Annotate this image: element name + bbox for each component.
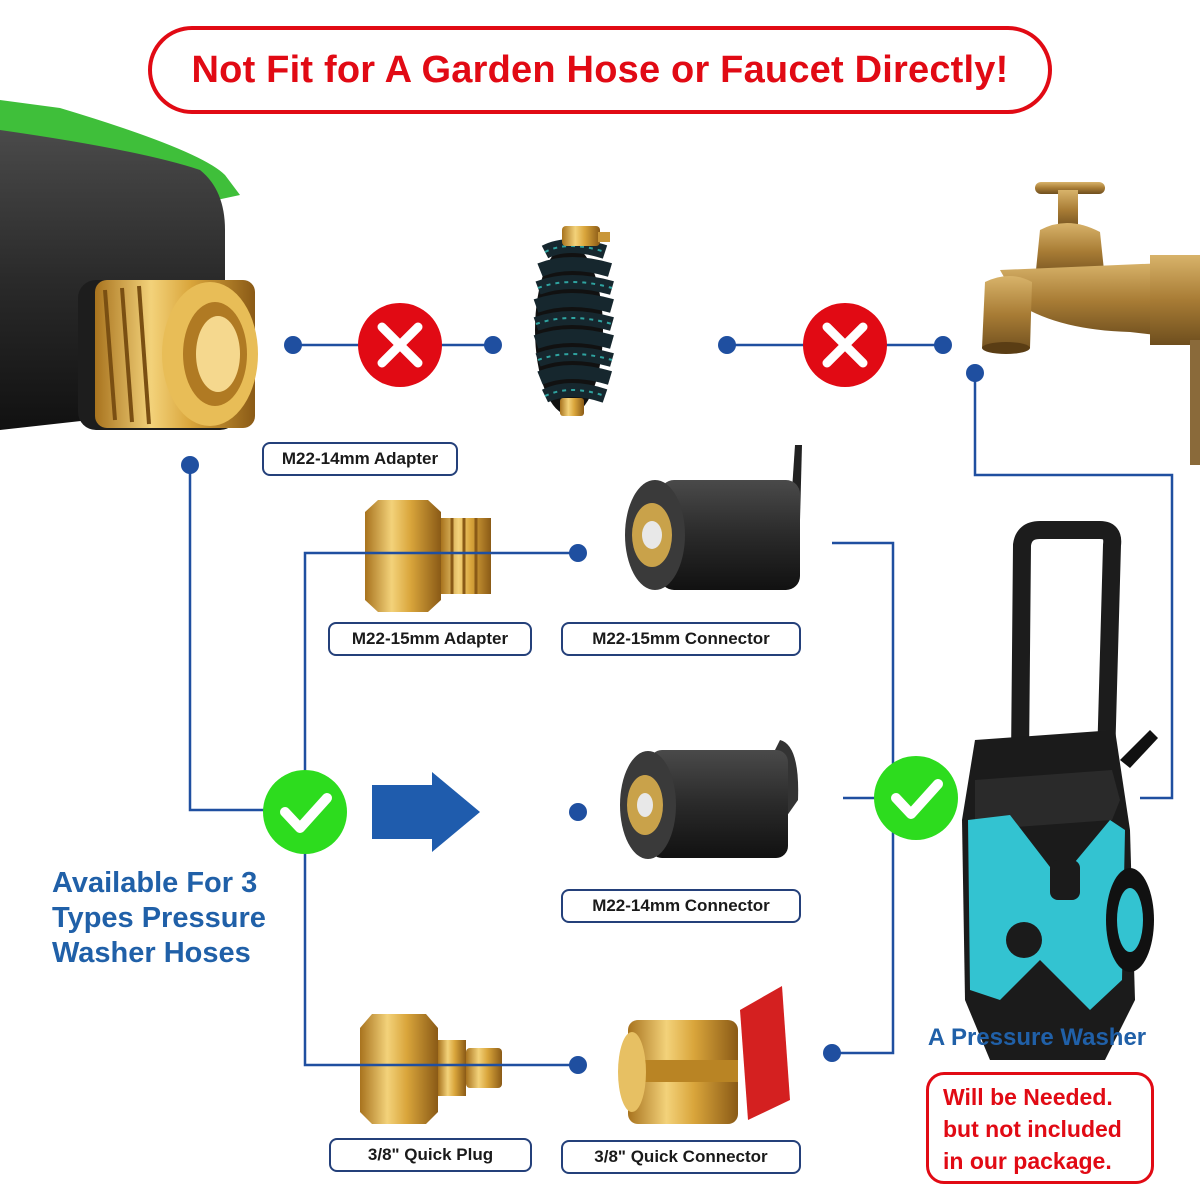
available-line-1: Available For 3 xyxy=(52,867,258,899)
faucet-image xyxy=(982,182,1200,465)
pressure-washer-title: A Pressure Washer xyxy=(927,1024,1147,1051)
connection-lines xyxy=(188,343,1174,1067)
garden-hose-image xyxy=(533,226,614,416)
warning-banner-text: Not Fit for A Garden Hose or Faucet Dire… xyxy=(191,48,1009,91)
label-quick-plug: 3/8" Quick Plug xyxy=(329,1138,532,1172)
quick-plug-image xyxy=(360,1014,502,1124)
note-line-1: Will be Needed. xyxy=(943,1084,1113,1110)
connection-dots xyxy=(181,336,984,1074)
pressure-washer-image xyxy=(962,521,1158,1060)
label-m22-15mm-adapter: M22-15mm Adapter xyxy=(328,622,532,656)
label-m22-14mm-connector: M22-14mm Connector xyxy=(561,889,801,923)
available-line-3: Washer Hoses xyxy=(52,937,251,969)
available-types-text: Available For 3 Types Pressure Washer Ho… xyxy=(52,866,312,971)
label-quick-connector: 3/8" Quick Connector xyxy=(561,1140,801,1174)
m22-14mm-connector-image xyxy=(620,740,799,859)
note-line-2: but not included xyxy=(943,1116,1122,1142)
compatible-check-icon xyxy=(263,770,347,854)
m22-15mm-connector-image xyxy=(625,445,802,590)
label-m22-14mm-adapter: M22-14mm Adapter xyxy=(262,442,458,476)
not-compatible-x-icon xyxy=(803,303,887,387)
compatible-check-icon xyxy=(874,756,958,840)
m22-15mm-adapter-image xyxy=(365,500,491,612)
not-compatible-x-icon xyxy=(358,303,442,387)
label-m22-15mm-connector: M22-15mm Connector xyxy=(561,622,801,656)
not-included-note: Will be Needed. but not included in our … xyxy=(926,1072,1154,1184)
note-line-3: in our package. xyxy=(943,1148,1112,1174)
quick-connector-image xyxy=(618,986,790,1124)
arrow-right-icon xyxy=(372,772,480,852)
available-line-2: Types Pressure xyxy=(52,902,266,934)
warning-banner: Not Fit for A Garden Hose or Faucet Dire… xyxy=(148,26,1052,114)
m22-14mm-adapter-image xyxy=(0,100,258,430)
